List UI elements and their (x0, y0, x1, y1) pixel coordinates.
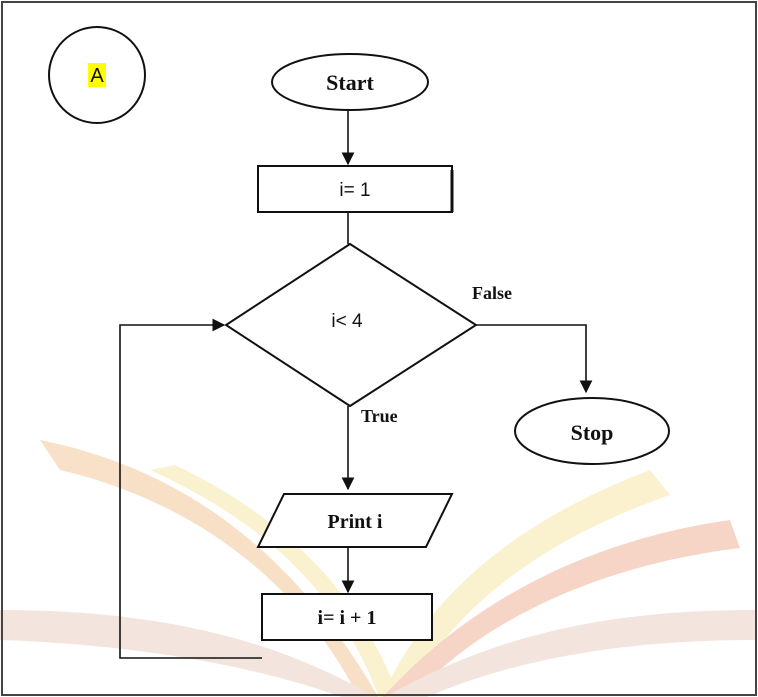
condition-node: i< 4 (224, 242, 478, 408)
edge-loop-back (119, 318, 262, 659)
init-label: i= 1 (339, 180, 370, 201)
condition-diamond (224, 242, 478, 408)
watermark-ray-1 (40, 440, 379, 697)
watermark (0, 440, 755, 697)
watermark-ray-6 (0, 610, 375, 697)
increment-node: i= i + 1 (261, 593, 433, 641)
stop-node: Stop (514, 397, 670, 465)
start-node: Start (271, 53, 429, 111)
edge-false (476, 324, 593, 394)
badge-label: A (90, 65, 104, 87)
start-label: Start (326, 70, 374, 95)
condition-label: i< 4 (331, 311, 363, 332)
stop-label: Stop (571, 420, 614, 445)
watermark-ray-2 (150, 465, 399, 697)
watermark-ray-4 (382, 520, 740, 697)
badge-highlight (88, 63, 106, 87)
watermark-ray-5 (385, 610, 755, 697)
init-box (257, 165, 453, 213)
init-node: i= 1 (257, 165, 454, 213)
stop-ellipse (514, 397, 670, 465)
increment-label: i= i + 1 (318, 607, 377, 629)
false-label: False (472, 283, 512, 303)
print-parallelogram (256, 493, 454, 548)
start-ellipse (271, 53, 429, 111)
increment-box (261, 593, 433, 641)
badge: A (48, 26, 146, 124)
print-node: Print i (256, 493, 454, 548)
true-label: True (361, 406, 398, 426)
print-label: Print i (328, 511, 383, 533)
